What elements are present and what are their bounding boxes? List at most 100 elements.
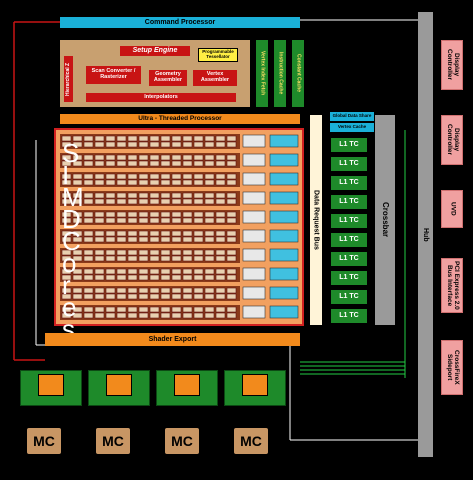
stream-core [127, 179, 138, 186]
stream-core [149, 274, 160, 281]
stream-core [160, 173, 171, 180]
stream-core [204, 192, 215, 199]
stream-core [182, 160, 193, 167]
stream-core [83, 192, 94, 199]
shader-export: Shader Export [45, 333, 300, 346]
stream-core [83, 154, 94, 161]
stream-core [127, 249, 138, 256]
stream-core [83, 211, 94, 218]
stream-core [226, 211, 237, 218]
stream-core [72, 217, 83, 224]
stream-core [72, 211, 83, 218]
stream-core [204, 217, 215, 224]
stream-core [61, 217, 72, 224]
stream-core [94, 249, 105, 256]
stream-core [61, 160, 72, 167]
stream-core [204, 173, 215, 180]
stream-core [193, 249, 204, 256]
stream-core [182, 192, 193, 199]
texture-filter [269, 210, 299, 224]
stream-core [138, 236, 149, 243]
stream-core [171, 312, 182, 319]
l1-tc-block: L1 TC [331, 195, 367, 209]
stream-core [61, 287, 72, 294]
stream-core [105, 154, 116, 161]
stream-core [116, 192, 127, 199]
texture-unit [242, 172, 266, 186]
stream-core [138, 135, 149, 142]
stream-core [116, 173, 127, 180]
constant-cache: Constant Cache [292, 40, 304, 107]
memory-controller: MC [234, 428, 268, 454]
stream-core [182, 173, 193, 180]
texture-filter [269, 229, 299, 243]
rop-unit [174, 374, 200, 396]
stream-core [116, 268, 127, 275]
l1-tc-block: L1 TC [331, 138, 367, 152]
stream-core [226, 217, 237, 224]
stream-core [94, 287, 105, 294]
stream-core [138, 217, 149, 224]
texture-unit [242, 305, 266, 319]
stream-core [83, 135, 94, 142]
stream-core [160, 179, 171, 186]
stream-core [226, 268, 237, 275]
stream-core [204, 179, 215, 186]
right-block: Display Controller [441, 115, 463, 165]
stream-core [149, 236, 160, 243]
stream-core [149, 211, 160, 218]
stream-core [116, 287, 127, 294]
texture-filter [269, 153, 299, 167]
scan-converter: Scan Converter / Rasterizer [86, 66, 141, 84]
stream-core [127, 230, 138, 237]
simd-letter: e [62, 292, 77, 322]
stream-core [116, 255, 127, 262]
stream-core [182, 217, 193, 224]
stream-core [160, 135, 171, 142]
stream-core [215, 268, 226, 275]
stream-core [149, 287, 160, 294]
stream-core [171, 198, 182, 205]
stream-core [160, 217, 171, 224]
stream-core [182, 306, 193, 313]
stream-core [105, 217, 116, 224]
memory-controller: MC [96, 428, 130, 454]
stream-core [215, 274, 226, 281]
stream-core [72, 173, 83, 180]
stream-core [171, 293, 182, 300]
stream-core [193, 141, 204, 148]
stream-core [94, 306, 105, 313]
stream-core [105, 293, 116, 300]
stream-core [83, 255, 94, 262]
stream-core [160, 287, 171, 294]
stream-core [171, 268, 182, 275]
texture-unit [242, 134, 266, 148]
stream-core [204, 274, 215, 281]
stream-core [94, 141, 105, 148]
stream-core [94, 160, 105, 167]
stream-core [171, 217, 182, 224]
stream-core [193, 173, 204, 180]
stream-core [116, 141, 127, 148]
stream-core [127, 192, 138, 199]
stream-core [94, 268, 105, 275]
stream-core [193, 236, 204, 243]
stream-core [160, 192, 171, 199]
stream-core [149, 306, 160, 313]
setup-engine-title: Setup Engine [120, 46, 190, 56]
stream-core [226, 192, 237, 199]
stream-core [226, 293, 237, 300]
stream-core [105, 230, 116, 237]
texture-filter [269, 248, 299, 262]
simd-letter: D [62, 204, 81, 234]
stream-core [105, 211, 116, 218]
stream-core [149, 268, 160, 275]
l1-tc-block: L1 TC [331, 271, 367, 285]
stream-core [72, 198, 83, 205]
stream-core [116, 211, 127, 218]
stream-core [94, 192, 105, 199]
stream-core [160, 230, 171, 237]
stream-core [94, 274, 105, 281]
stream-core [94, 179, 105, 186]
right-block: CrossFireX Sideport [441, 340, 463, 395]
